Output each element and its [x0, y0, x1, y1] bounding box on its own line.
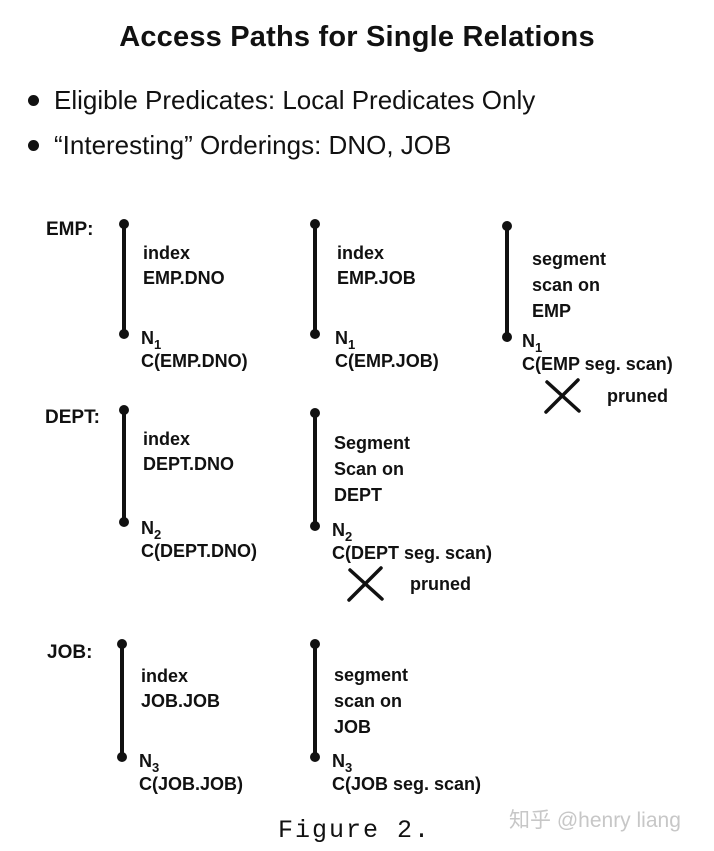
path-line [119, 219, 129, 339]
cost-expression: C(EMP.JOB) [335, 351, 439, 371]
node-symbol: N [332, 520, 345, 540]
line-endpoint-dot [117, 639, 127, 649]
pruned-x-icon [347, 566, 384, 602]
path-line [117, 639, 127, 762]
path-label: index EMP.JOB [337, 241, 416, 291]
bullet-icon [28, 95, 39, 106]
cost-expression: C(DEPT seg. scan) [332, 543, 493, 563]
path-line [119, 405, 129, 527]
path-label-line: Segment [334, 433, 411, 453]
path-result: N1 C(EMP.JOB) [335, 327, 439, 373]
cost-expression: C(JOB seg. scan) [332, 774, 482, 794]
path-label: segment scan on EMP [532, 246, 606, 324]
path-line [310, 219, 320, 339]
figure-caption: Figure 2. [278, 816, 432, 845]
line-endpoint-dot [310, 521, 320, 531]
node-symbol: N [141, 518, 154, 538]
node-subscript: 1 [535, 340, 543, 355]
node-subscript: 1 [348, 337, 356, 352]
relation-label-job: JOB: [47, 642, 93, 663]
path-line [310, 639, 320, 762]
path-label-line: index [337, 243, 385, 263]
bullet-text: “Interesting” Orderings: DNO, JOB [54, 130, 452, 160]
pruned-annotation: pruned [346, 566, 471, 602]
node-symbol: N [141, 328, 154, 348]
page-title: Access Paths for Single Relations [119, 21, 595, 53]
path-label-line: JOB.JOB [141, 691, 221, 711]
line-endpoint-dot [310, 639, 320, 649]
path-label-line: EMP.DNO [143, 268, 225, 288]
node-symbol: N [335, 328, 348, 348]
node-subscript: 3 [345, 760, 353, 775]
node-subscript: 3 [152, 760, 160, 775]
path-label-line: segment [532, 249, 607, 269]
node-symbol: N [139, 751, 152, 771]
cost-expression: C(DEPT.DNO) [141, 541, 257, 561]
node-subscript: 2 [345, 529, 353, 544]
relation-label-dept: DEPT: [45, 407, 100, 428]
path-line [310, 408, 320, 531]
plan-node: N1 [522, 330, 673, 355]
line-endpoint-dot [310, 219, 320, 229]
pruned-label: pruned [607, 385, 668, 406]
pruned-x-icon [544, 378, 581, 414]
node-subscript: 2 [154, 527, 162, 542]
pruned-label: pruned [410, 573, 471, 594]
pruned-annotation: pruned [543, 378, 668, 414]
plan-node: N3 [332, 750, 481, 775]
path-label: index JOB.JOB [141, 664, 220, 714]
path-result: N1 C(EMP seg. scan) [522, 330, 673, 376]
path-label-line: EMP.JOB [337, 268, 416, 288]
bullet-icon [28, 140, 39, 151]
cost-expression: C(EMP.DNO) [141, 351, 248, 371]
path-result: N2 C(DEPT.DNO) [141, 517, 257, 563]
cost-expression: C(JOB.JOB) [139, 774, 244, 794]
path-result: N3 C(JOB.JOB) [139, 750, 243, 796]
plan-node: N3 [139, 750, 243, 775]
plan-node: N2 [141, 517, 257, 542]
path-label-line: scan on [532, 275, 601, 295]
watermark: 知乎 @henry liang [509, 809, 681, 832]
path-line [502, 221, 512, 342]
path-label-line: DEPT [334, 485, 383, 505]
plan-node: N2 [332, 519, 492, 544]
plan-node: N1 [141, 327, 248, 352]
relation-label-emp: EMP: [46, 219, 94, 240]
line-endpoint-dot [502, 332, 512, 342]
path-label: Segment Scan on DEPT [334, 430, 410, 508]
line-endpoint-dot [310, 752, 320, 762]
line-endpoint-dot [310, 408, 320, 418]
path-label-line: segment [334, 665, 409, 685]
bullet-item-eligible-predicates: Eligible Predicates: Local Predicates On… [28, 85, 535, 116]
line-endpoint-dot [119, 405, 129, 415]
path-label-line: DEPT.DNO [143, 454, 235, 474]
path-label: index EMP.DNO [143, 241, 225, 291]
path-label-line: index [141, 666, 189, 686]
plan-node: N1 [335, 327, 439, 352]
node-symbol: N [522, 331, 535, 351]
path-label: index DEPT.DNO [143, 427, 234, 477]
bullet-item-interesting-orderings: “Interesting” Orderings: DNO, JOB [28, 130, 451, 161]
path-label-line: index [143, 243, 191, 263]
node-subscript: 1 [154, 337, 162, 352]
node-symbol: N [332, 751, 345, 771]
line-endpoint-dot [117, 752, 127, 762]
path-result: N2 C(DEPT seg. scan) [332, 519, 492, 565]
path-label-line: JOB [334, 717, 372, 737]
line-endpoint-dot [310, 329, 320, 339]
line-endpoint-dot [502, 221, 512, 231]
path-label-line: index [143, 429, 191, 449]
path-label-line: Scan on [334, 459, 405, 479]
bullet-text: Eligible Predicates: Local Predicates On… [54, 85, 536, 115]
line-endpoint-dot [119, 517, 129, 527]
path-label: segment scan on JOB [334, 662, 408, 740]
line-endpoint-dot [119, 219, 129, 229]
path-result: N1 C(EMP.DNO) [141, 327, 248, 373]
line-endpoint-dot [119, 329, 129, 339]
path-label-line: scan on [334, 691, 403, 711]
path-result: N3 C(JOB seg. scan) [332, 750, 481, 796]
path-label-line: EMP [532, 301, 572, 321]
cost-expression: C(EMP seg. scan) [522, 354, 673, 374]
